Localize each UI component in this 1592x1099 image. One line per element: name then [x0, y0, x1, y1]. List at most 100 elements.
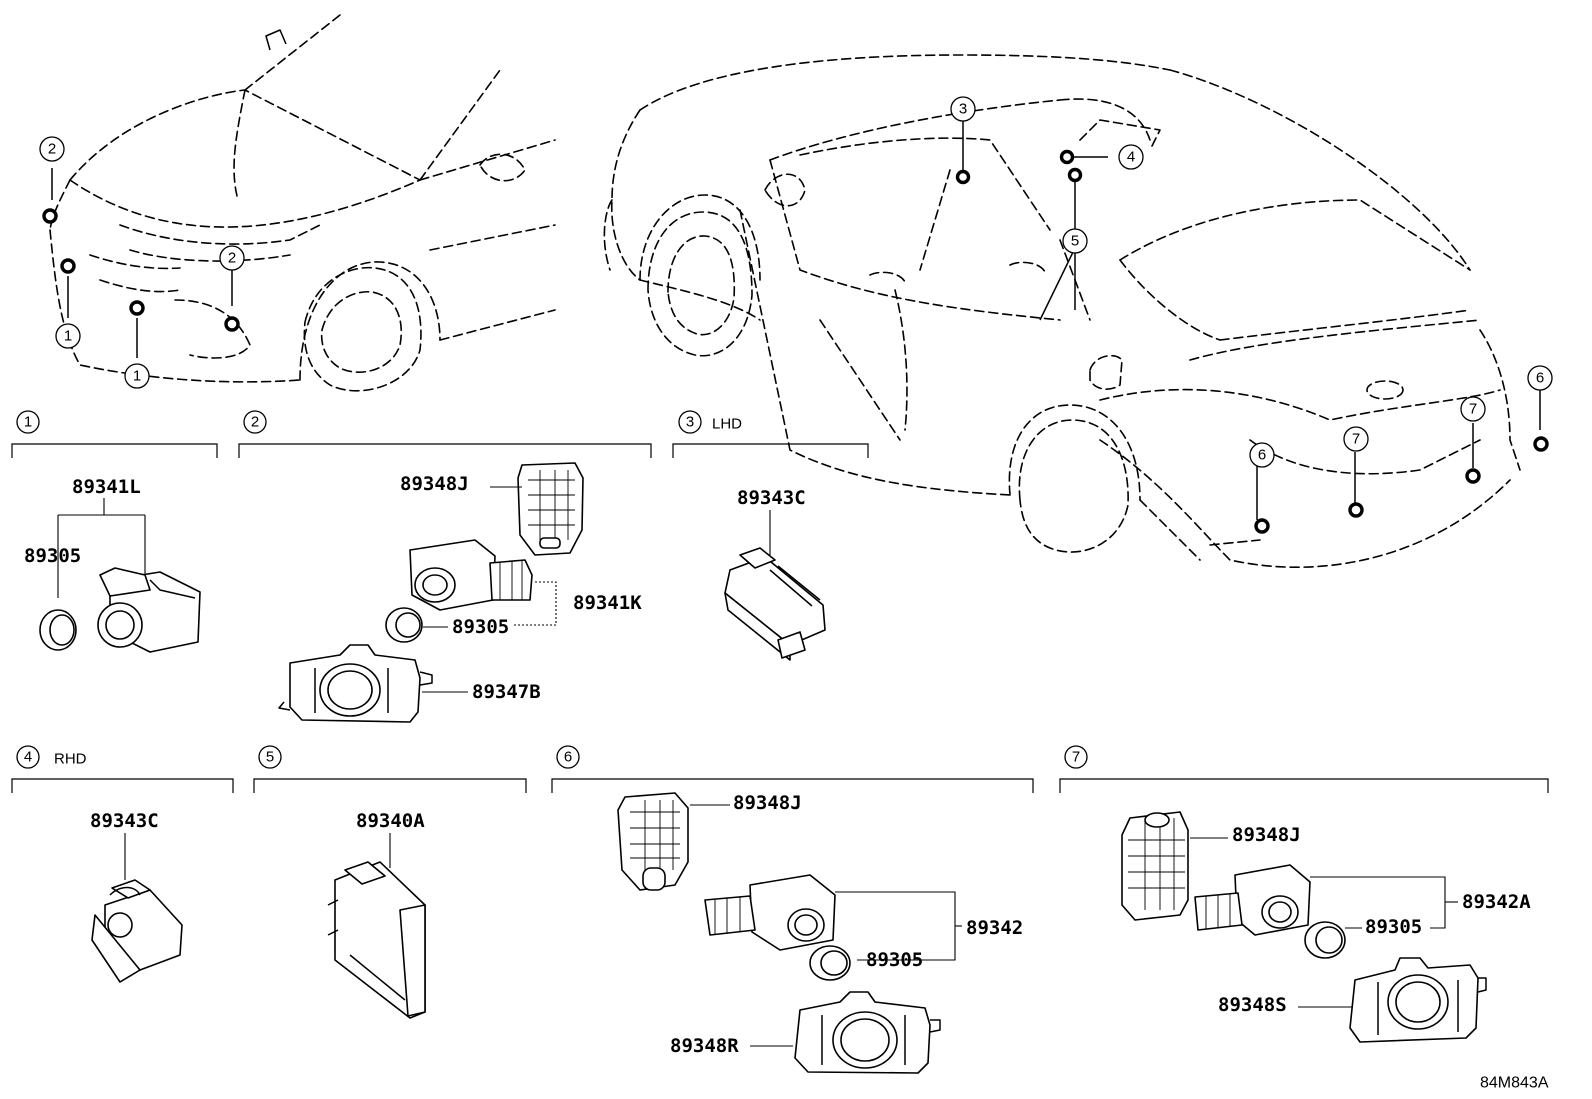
part-89342A-label: 89342A: [1462, 891, 1531, 913]
sensor-front-corner-lower: [60, 258, 76, 274]
part-89348J-label-g6: 89348J: [733, 792, 802, 814]
sensor-3-location: [955, 169, 971, 185]
callout-7-rear-left: 7: [1343, 426, 1369, 452]
group-5-header: 5: [258, 745, 282, 769]
sensor-89341K: [409, 539, 533, 611]
part-89343C-label-g3: 89343C: [737, 487, 806, 509]
group-3: 3 LHD 89343C: [672, 410, 869, 661]
group-1: 1 89341L 89305: [11, 410, 218, 653]
retainer-89348J-g6: [617, 792, 689, 891]
part-89305-label-g2: 89305: [452, 616, 509, 638]
group-6: 6 89348J 89342 89305: [551, 745, 1034, 1074]
group-1-header: 1: [16, 410, 40, 434]
svg-text:5: 5: [1071, 233, 1079, 250]
sensor-front-corner-upper: [42, 208, 58, 224]
part-89343C-label-g4: 89343C: [90, 810, 159, 832]
sensor-rear-corner-right: [1533, 436, 1549, 452]
svg-text:7: 7: [1352, 431, 1360, 448]
callout-1-front-center: 1: [124, 363, 150, 389]
module-89343C-g4: [91, 879, 183, 983]
part-89305-label-g1: 89305: [24, 545, 81, 567]
bezel-89347B: [278, 644, 433, 723]
group-4-note: RHD: [54, 751, 87, 768]
part-89342-label: 89342: [966, 917, 1023, 939]
retainer-89348J-g7: [1121, 811, 1189, 921]
part-89347B-label: 89347B: [472, 681, 541, 703]
group-4-bracket: [11, 778, 234, 793]
callout-2-front-side: 2: [219, 245, 245, 271]
group-7-bracket: [1059, 778, 1549, 793]
part-89348R-label: 89348R: [670, 1035, 739, 1057]
svg-text:2: 2: [228, 250, 236, 267]
sensor-rear-center-left: [1348, 502, 1364, 518]
svg-text:3: 3: [686, 414, 694, 431]
front-car-illustration: 2 1 1 2: [39, 14, 556, 392]
sensor-89342: [704, 874, 836, 951]
svg-text:3: 3: [959, 101, 967, 118]
diagram-reference-code: 84M843A: [1480, 1075, 1549, 1092]
svg-text:2: 2: [251, 414, 259, 431]
ecu-89340A: [327, 861, 426, 1019]
sensor-5-location: [1067, 167, 1083, 183]
sensor-rear-corner-left: [1254, 518, 1270, 534]
group-2: 2 89348J 89341K 89305: [238, 410, 652, 723]
part-89348J-label-g7: 89348J: [1232, 824, 1301, 846]
part-89305-label-g6: 89305: [866, 949, 923, 971]
grommet-89305-g7: [1304, 921, 1346, 959]
part-89340A-label: 89340A: [356, 810, 425, 832]
group-2-header: 2: [243, 410, 267, 434]
group-5-bracket: [253, 778, 527, 793]
callout-1-front-left: 1: [55, 323, 81, 349]
group-4: 4 RHD 89343C: [11, 745, 234, 983]
group-6-bracket: [551, 778, 1034, 793]
svg-text:4: 4: [24, 749, 32, 766]
callout-2-front-upper: 2: [39, 136, 65, 162]
svg-text:4: 4: [1127, 149, 1135, 166]
svg-text:5: 5: [266, 749, 274, 766]
grommet-89305-g1: [39, 609, 77, 651]
callout-3-rear: 3: [950, 96, 976, 122]
grommet-89305-g6: [809, 945, 851, 981]
svg-text:7: 7: [1469, 401, 1477, 418]
group-7: 7 89348J 89342A 89305: [1059, 745, 1549, 1043]
svg-text:1: 1: [133, 368, 141, 385]
callout-6-rear-left: 6: [1249, 442, 1275, 468]
part-89305-label-g7: 89305: [1365, 916, 1422, 938]
svg-text:1: 1: [24, 414, 32, 431]
part-89348S-label: 89348S: [1218, 994, 1287, 1016]
callout-6-rear-right: 6: [1527, 365, 1553, 391]
group-1-bracket: [11, 443, 218, 458]
group-3-header: 3 LHD: [678, 410, 742, 434]
svg-text:2: 2: [48, 141, 56, 158]
grommet-89305-g2: [385, 607, 423, 643]
group-3-note: LHD: [712, 416, 742, 433]
retainer-89348J-g2: [517, 462, 584, 556]
sensor-89342A: [1194, 864, 1311, 936]
svg-text:6: 6: [564, 749, 572, 766]
sensor-4-location: [1059, 149, 1075, 165]
sensor-rear-center-right: [1465, 468, 1481, 484]
callout-5-rear: 5: [1062, 228, 1088, 254]
part-89341K-label: 89341K: [573, 592, 642, 614]
rear-car-illustration: 3 4 5 6 7 7 6: [603, 54, 1553, 568]
callout-7-rear-right: 7: [1460, 396, 1486, 422]
group-7-header: 7: [1064, 745, 1088, 769]
part-89348J-label-g2: 89348J: [400, 473, 469, 495]
svg-text:6: 6: [1258, 447, 1266, 464]
group-4-header: 4 RHD: [16, 745, 87, 769]
svg-text:7: 7: [1072, 749, 1080, 766]
group-3-bracket: [672, 443, 869, 458]
sensor-89341L: [97, 567, 201, 653]
group-2-bracket: [238, 443, 652, 458]
svg-text:6: 6: [1536, 370, 1544, 387]
module-89343C-g3: [724, 547, 826, 661]
part-89341L-label: 89341L: [72, 476, 141, 498]
callout-4-rear: 4: [1118, 144, 1144, 170]
bezel-89348R: [794, 991, 941, 1074]
group-5: 5 89340A: [253, 745, 527, 1019]
sensor-front-side: [224, 316, 240, 332]
group-6-header: 6: [556, 745, 580, 769]
bezel-89348S: [1349, 957, 1487, 1043]
sensor-front-center: [129, 300, 145, 316]
